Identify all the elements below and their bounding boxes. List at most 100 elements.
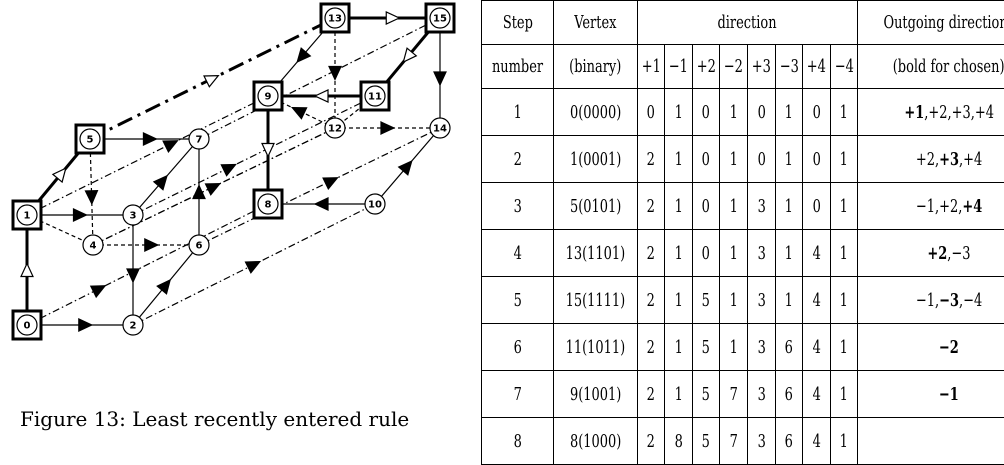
dir-header: −2 — [720, 45, 748, 89]
direction-cell: 5 — [692, 277, 720, 324]
outgoing-cell: +1,+2,+3,+4 — [858, 89, 1004, 136]
direction-cell: 4 — [803, 230, 831, 277]
direction-cell: 2 — [637, 324, 665, 371]
direction-cell: 1 — [665, 183, 693, 230]
vertex-cell: 15(1111) — [554, 277, 638, 324]
direction-cell: 1 — [830, 89, 858, 136]
chosen-direction: +2 — [928, 243, 948, 264]
direction-cell: 1 — [720, 324, 748, 371]
step-cell: 1 — [482, 89, 554, 136]
step-header: Step — [482, 1, 554, 45]
arrowhead-12-14 — [381, 122, 394, 134]
vertex-cell: 9(1001) — [554, 371, 638, 418]
direction-cell: 1 — [720, 136, 748, 183]
direction-cell: 1 — [775, 89, 803, 136]
direction-cell: 4 — [803, 418, 831, 465]
vertex-label: 0 — [24, 321, 31, 332]
step-cell: 6 — [482, 324, 554, 371]
dir-header: +2 — [692, 45, 720, 89]
vertex-label: 6 — [196, 241, 203, 252]
direction-cell: 2 — [637, 136, 665, 183]
outgoing-cell: −1,−3,−4 — [858, 277, 1004, 324]
arrowhead-10-8 — [315, 198, 328, 210]
arrowhead-12-9 — [292, 108, 306, 119]
arrowhead-4-12 — [206, 184, 220, 195]
arrowhead-4-6 — [145, 239, 158, 251]
direction-header: direction — [637, 1, 857, 45]
header-row-2: number (binary) +1 −1 +2 −2 +3 −3 +4 −4 … — [482, 45, 1004, 89]
arrowhead-9-8 — [262, 144, 274, 157]
direction-cell: 1 — [665, 324, 693, 371]
direction-cell: 3 — [748, 183, 776, 230]
direction-cell: 3 — [748, 324, 776, 371]
direction-cell: 1 — [665, 136, 693, 183]
direction-cell: 1 — [665, 89, 693, 136]
outgoing-header: Outgoing directions — [858, 1, 1004, 45]
arrowhead-1-3 — [74, 209, 87, 221]
vertex-9: 9 — [254, 82, 282, 110]
outgoing-cell: −1,+2,+4 — [858, 183, 1004, 230]
vertex-label: 1 — [24, 211, 31, 222]
vertex-cell: 8(1000) — [554, 418, 638, 465]
direction-cell: 1 — [775, 230, 803, 277]
direction-cell: 0 — [748, 136, 776, 183]
arrowhead-0-2 — [79, 319, 92, 331]
outgoing-direction: +2, — [916, 149, 939, 170]
arrowhead-3-2 — [127, 269, 139, 282]
step-cell: 8 — [482, 418, 554, 465]
vertex-label: 8 — [265, 200, 272, 211]
outgoing-cell — [858, 418, 1004, 465]
vertex-label: 4 — [90, 241, 97, 252]
vertex-cell: 13(1101) — [554, 230, 638, 277]
outgoing-cell: −1 — [858, 371, 1004, 418]
chosen-direction: +1 — [904, 102, 924, 123]
direction-cell: 1 — [830, 324, 858, 371]
arrowhead-5-7 — [143, 133, 156, 145]
vertex-label: 11 — [368, 92, 382, 103]
arrowhead-3-11 — [221, 165, 235, 176]
direction-cell: 1 — [665, 371, 693, 418]
step-cell: 2 — [482, 136, 554, 183]
direction-cell: 0 — [692, 183, 720, 230]
chosen-direction: −1 — [939, 384, 959, 405]
dir-header: +3 — [748, 45, 776, 89]
vertex-10: 10 — [365, 194, 385, 214]
direction-cell: 3 — [748, 371, 776, 418]
direction-cell: 0 — [803, 183, 831, 230]
dir-header: +1 — [637, 45, 665, 89]
outgoing-cell: −2 — [858, 324, 1004, 371]
direction-cell: 2 — [637, 277, 665, 324]
outgoing-cell: +2,+3,+4 — [858, 136, 1004, 183]
step-cell: 4 — [482, 230, 554, 277]
vertex-6: 6 — [189, 235, 209, 255]
arrowhead-10-14 — [399, 161, 412, 175]
direction-cell: 1 — [775, 183, 803, 230]
vertex-2: 2 — [123, 315, 143, 335]
direction-cell: 0 — [803, 89, 831, 136]
direction-cell: 1 — [830, 277, 858, 324]
direction-cell: 0 — [748, 89, 776, 136]
outgoing-direction: −1, — [916, 290, 939, 311]
vertex-1: 1 — [13, 201, 41, 229]
step-subheader: number — [482, 45, 554, 89]
arrowhead-13-15 — [386, 12, 399, 24]
vertex-11: 11 — [361, 82, 389, 110]
outgoing-direction: ,+2,+3,+4 — [924, 102, 994, 123]
arrowhead-11-9 — [315, 90, 328, 102]
direction-cell: 0 — [803, 136, 831, 183]
direction-cell: 4 — [803, 324, 831, 371]
vertex-header: Vertex — [554, 1, 638, 45]
vertex-label: 13 — [328, 14, 342, 25]
vertex-5: 5 — [76, 125, 104, 153]
direction-cell: 3 — [748, 418, 776, 465]
vertex-label: 9 — [265, 92, 272, 103]
direction-cell: 0 — [692, 136, 720, 183]
vertex-15: 15 — [426, 4, 454, 32]
vertex-label: 10 — [368, 200, 382, 211]
vertex-cell: 5(0101) — [554, 183, 638, 230]
